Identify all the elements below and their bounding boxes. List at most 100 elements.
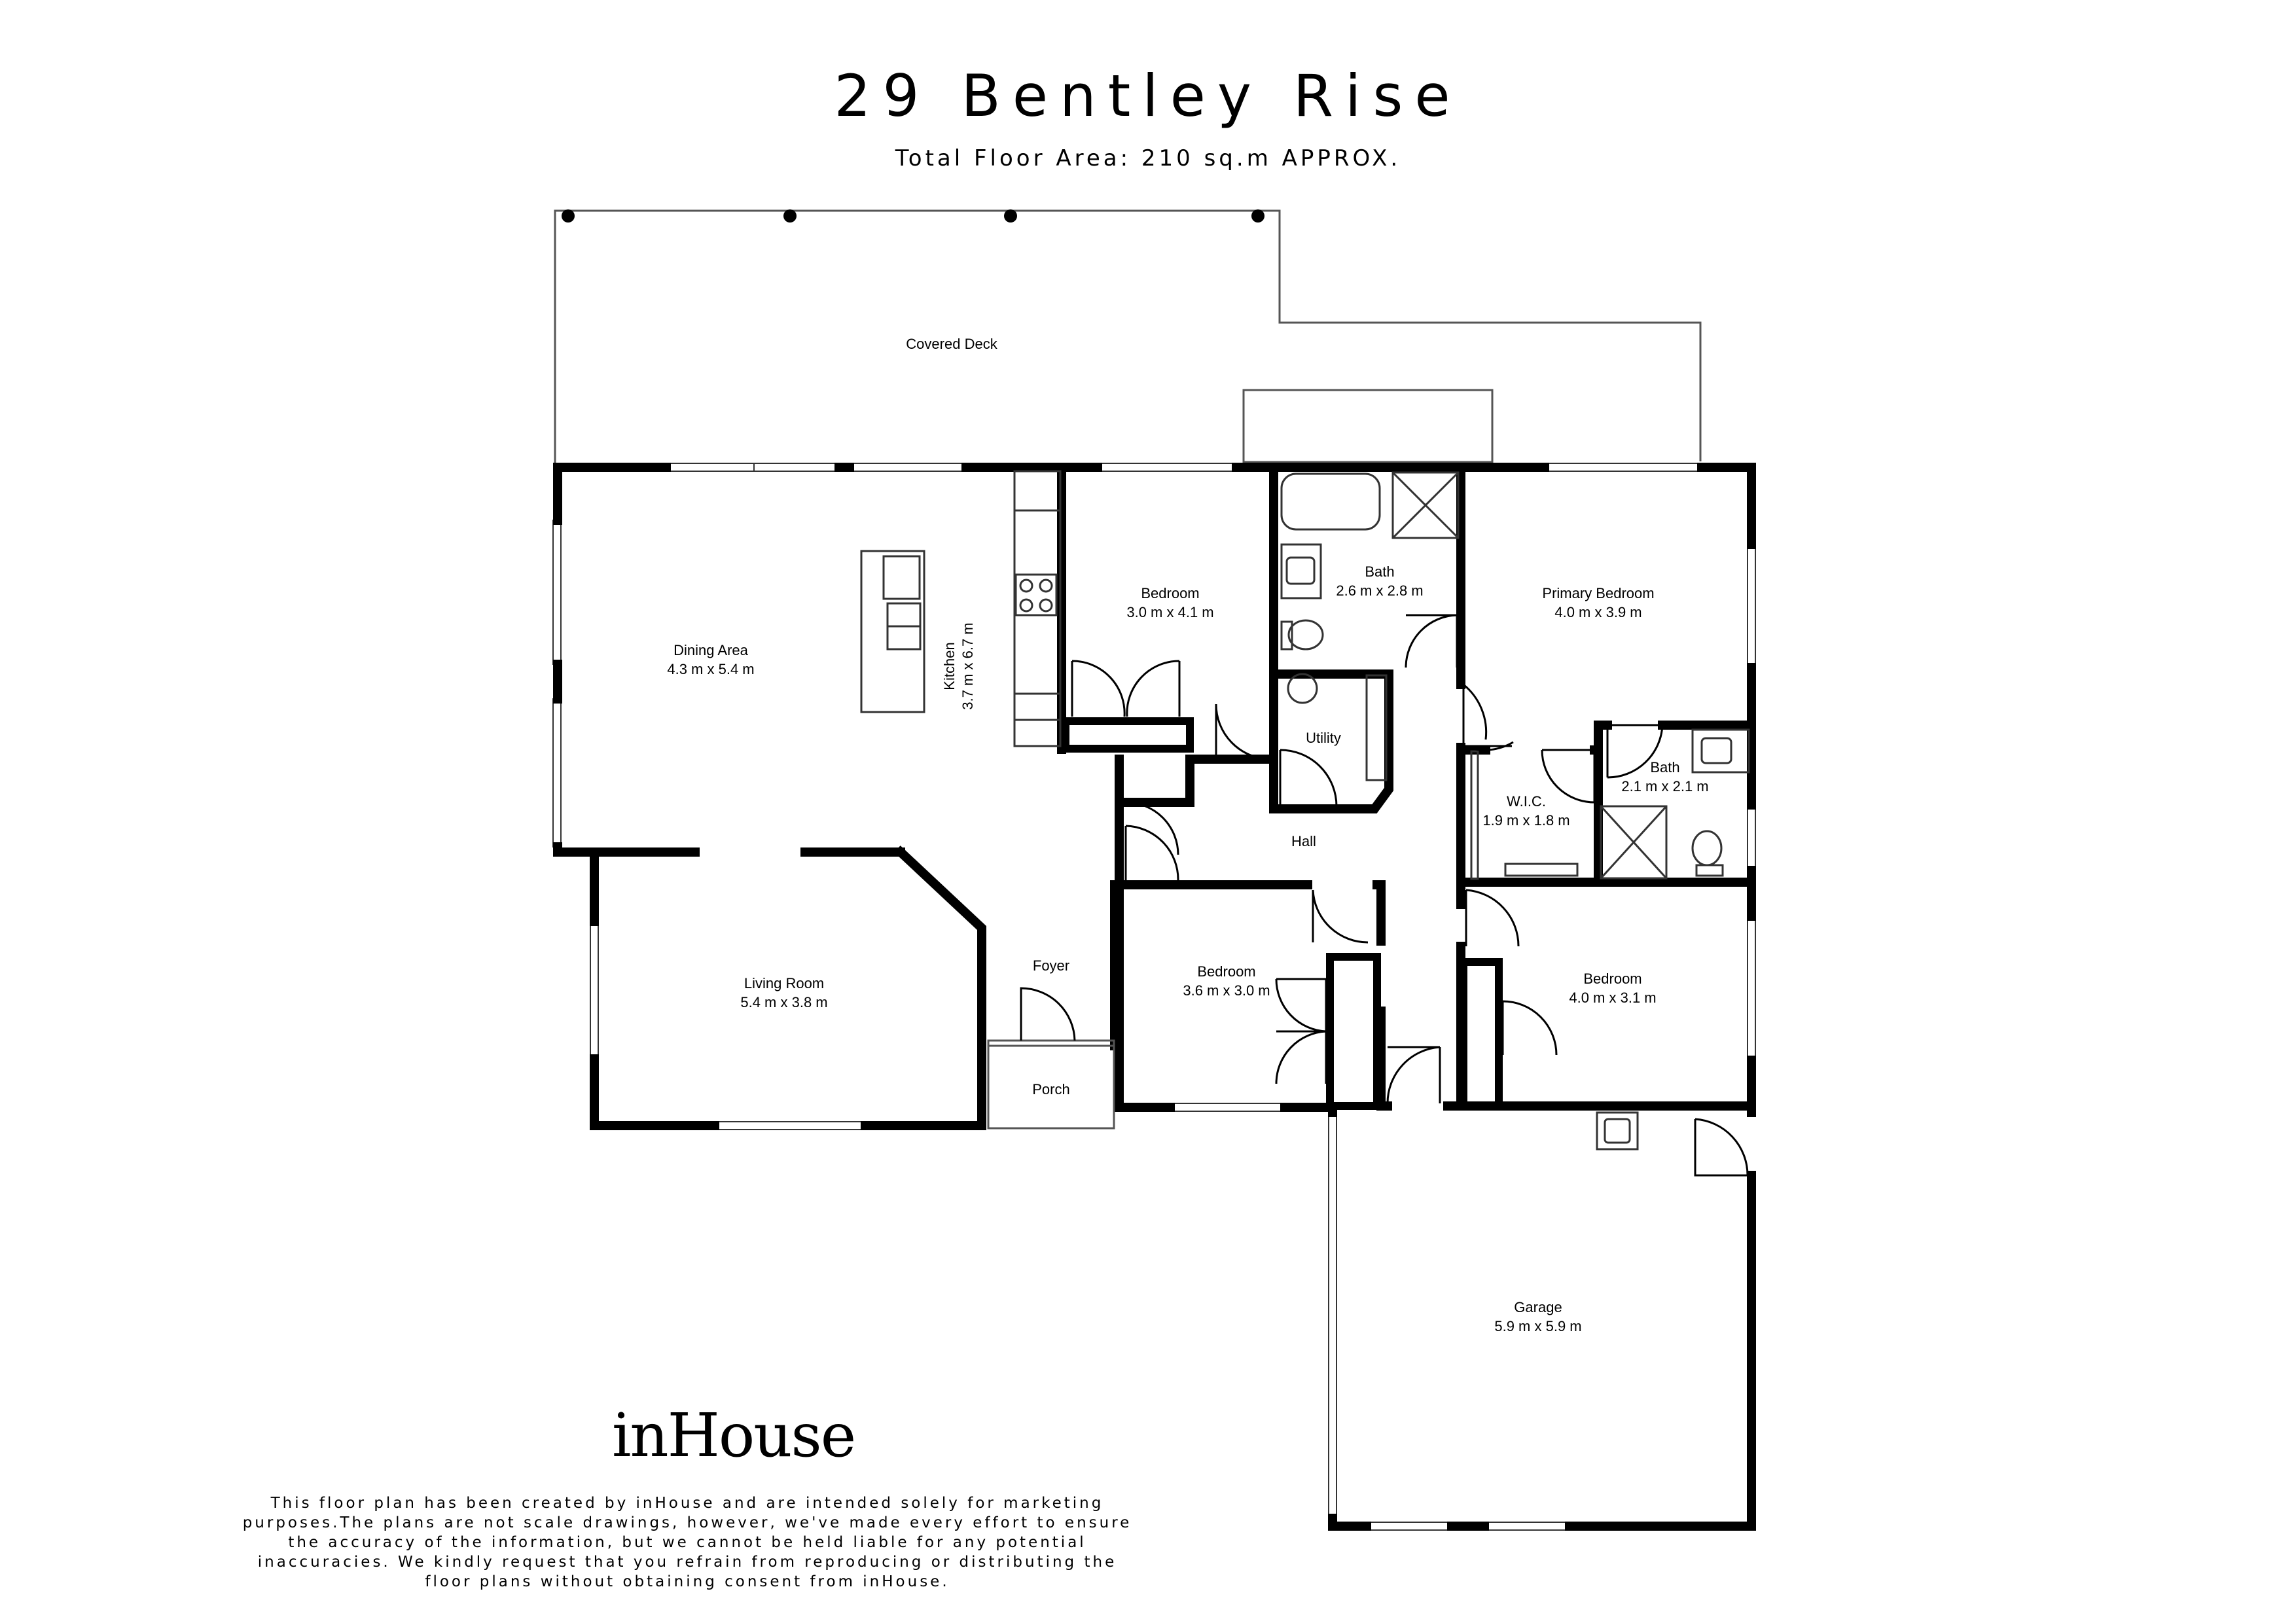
door xyxy=(1275,1030,1327,1084)
deck-step xyxy=(1242,389,1494,463)
window xyxy=(1366,1522,1452,1531)
logo-wordmark: inHouse xyxy=(612,1400,856,1471)
doors xyxy=(1020,614,1749,1177)
window xyxy=(1097,463,1237,472)
room-name-porch: Porch xyxy=(1032,1081,1069,1097)
burner xyxy=(1039,579,1053,593)
page-title: 29 Bentley Rise xyxy=(834,62,1462,130)
floor-area-subtitle: Total Floor Area: 210 sq.m APPROX. xyxy=(895,145,1401,171)
burner xyxy=(1019,598,1033,613)
basin xyxy=(1285,556,1316,585)
room-name-bath-1: Bath xyxy=(1365,563,1394,580)
door xyxy=(1501,1000,1558,1056)
room-name-bedroom-3: Bedroom xyxy=(1583,971,1641,987)
room-dims-garage: 5.9 m x 5.9 m xyxy=(1494,1318,1581,1334)
room-dims-primary-bedroom: 4.0 m x 3.9 m xyxy=(1554,604,1641,620)
shower xyxy=(1391,471,1460,539)
water-heater xyxy=(1287,673,1318,704)
room-name-hall: Hall xyxy=(1291,833,1316,849)
room-name-bedroom-1: Bedroom xyxy=(1141,585,1199,601)
porch-outline xyxy=(987,1039,1115,1130)
room-name-bath-2: Bath xyxy=(1650,759,1679,776)
window xyxy=(1747,916,1756,1061)
deck-post xyxy=(1004,209,1017,223)
window xyxy=(552,698,562,847)
toilet xyxy=(1691,830,1723,866)
disclaimer-line: the accuracy of the information, but we … xyxy=(288,1534,1086,1551)
door xyxy=(1312,889,1369,944)
door xyxy=(1694,1118,1749,1177)
deck-post xyxy=(562,209,575,223)
room-dims-dining-area: 4.3 m x 5.4 m xyxy=(667,661,754,677)
wardrobe-rail xyxy=(1470,750,1479,880)
room-dims-living-room: 5.4 m x 3.8 m xyxy=(740,994,827,1010)
disclaimer-text: This floor plan has been created by inHo… xyxy=(196,1493,1178,1592)
door xyxy=(1124,825,1179,881)
kitchen-fixtures xyxy=(860,470,1062,747)
deck-post xyxy=(1251,209,1265,223)
window xyxy=(714,1121,866,1130)
basin xyxy=(1700,737,1732,764)
door xyxy=(1215,704,1270,760)
cistern xyxy=(1695,864,1724,877)
door xyxy=(1071,660,1126,717)
room-dims-bedroom-3: 4.0 m x 3.1 m xyxy=(1569,990,1656,1006)
window xyxy=(1747,544,1756,668)
kitchen-counter xyxy=(1013,470,1062,747)
room-name-foyer: Foyer xyxy=(1033,957,1069,974)
garage-door xyxy=(1328,1112,1337,1525)
door xyxy=(1275,978,1327,1033)
room-name-utility: Utility xyxy=(1306,730,1341,746)
island-inset xyxy=(882,555,921,600)
kitchen-island xyxy=(860,550,925,713)
door xyxy=(1541,749,1596,804)
inhouse-logo: inHouse xyxy=(543,1400,856,1479)
room-name-kitchen: Kitchen xyxy=(941,642,958,690)
room-name-bedroom-2: Bedroom xyxy=(1197,963,1255,980)
room-name-garage: Garage xyxy=(1514,1299,1562,1315)
burner xyxy=(1019,579,1033,593)
shower xyxy=(1600,805,1668,880)
door xyxy=(1462,683,1488,746)
deck-posts xyxy=(562,209,1265,223)
door xyxy=(1126,660,1181,717)
disclaimer-line: This floor plan has been created by inHo… xyxy=(270,1495,1104,1512)
window xyxy=(590,921,599,1060)
deck-post xyxy=(783,209,797,223)
door xyxy=(1462,734,1514,751)
room-dims-kitchen: 3.7 m x 6.7 m xyxy=(960,622,976,709)
covered-deck-outline xyxy=(554,209,1702,466)
room-name-wic: W.I.C. xyxy=(1507,793,1546,810)
window xyxy=(1544,463,1702,472)
vanity xyxy=(1691,728,1750,774)
door xyxy=(1606,724,1664,779)
bath-fixtures xyxy=(1280,471,1750,1150)
basin xyxy=(1604,1118,1631,1144)
laundry-tub xyxy=(1596,1111,1639,1150)
porch xyxy=(987,1039,1115,1130)
disclaimer-line: inaccuracies. We kindly request that you… xyxy=(257,1554,1117,1571)
wardrobe-shelf xyxy=(1504,863,1579,877)
walls xyxy=(553,463,1756,1531)
toilet xyxy=(1287,619,1324,651)
room-dims-bedroom-1: 3.0 m x 4.1 m xyxy=(1126,604,1213,620)
door xyxy=(1125,801,1179,855)
window xyxy=(753,463,840,472)
window xyxy=(849,463,967,472)
cooktop xyxy=(1014,573,1058,616)
room-dims-bath-1: 2.6 m x 2.8 m xyxy=(1336,582,1423,599)
window xyxy=(1170,1103,1285,1112)
room-name-primary-bedroom: Primary Bedroom xyxy=(1542,585,1654,601)
window xyxy=(1747,804,1756,871)
disclaimer-line: purposes.The plans are not scale drawing… xyxy=(242,1514,1132,1531)
window xyxy=(1484,1522,1570,1531)
room-name-dining-area: Dining Area xyxy=(673,642,749,658)
room-labels: Covered Deck Dining Area 4.3 m x 5.4 m K… xyxy=(667,336,1708,1334)
window xyxy=(666,463,755,472)
room-name-covered-deck: Covered Deck xyxy=(906,336,997,352)
room-dims-wic: 1.9 m x 1.8 m xyxy=(1482,812,1570,829)
door xyxy=(1279,749,1338,807)
cistern xyxy=(1280,620,1293,651)
